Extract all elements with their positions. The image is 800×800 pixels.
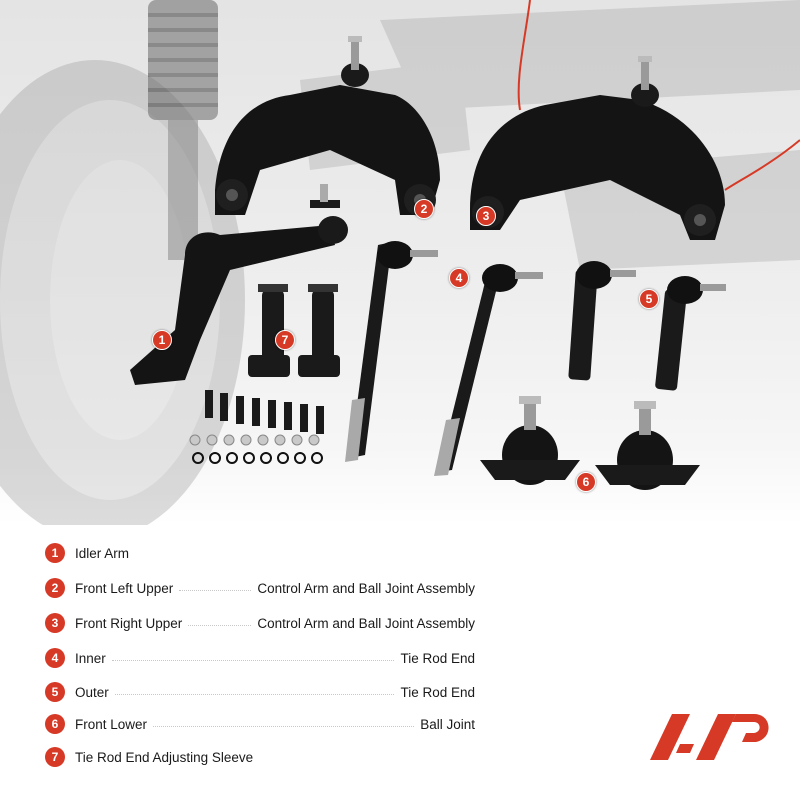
legend-item: 4 Inner Tie Rod End bbox=[45, 647, 475, 669]
callout-badge-1: 1 bbox=[152, 330, 172, 350]
callout-badge-3: 3 bbox=[476, 206, 496, 226]
legend-part-type: Tie Rod End bbox=[400, 650, 475, 666]
adjusting-sleeves bbox=[248, 284, 340, 377]
background-coil-shock bbox=[148, 0, 218, 260]
bolts-and-washers bbox=[189, 390, 324, 464]
callout-badge-7: 7 bbox=[275, 330, 295, 350]
lower-ball-joints bbox=[480, 396, 700, 490]
legend-part-type: Control Arm and Ball Joint Assembly bbox=[257, 615, 475, 631]
legend-part-label: Front Right Upper bbox=[75, 615, 183, 631]
legend-part-type: Ball Joint bbox=[420, 716, 475, 732]
legend-number-badge: 2 bbox=[45, 578, 65, 598]
logo-mark bbox=[650, 714, 769, 760]
legend-part-label: Front Lower bbox=[75, 716, 148, 732]
legend-item: 7 Tie Rod End Adjusting Sleeve bbox=[45, 746, 475, 768]
callout-badge-6: 6 bbox=[576, 472, 596, 492]
legend-item: 1 Idler Arm bbox=[45, 542, 475, 564]
legend-part-type: Control Arm and Ball Joint Assembly bbox=[257, 580, 475, 596]
legend-number-badge: 4 bbox=[45, 648, 65, 668]
callout-badge-5: 5 bbox=[639, 289, 659, 309]
leader-dots bbox=[111, 659, 395, 661]
legend-part-label: Outer bbox=[75, 684, 109, 700]
legend-item: 5 Outer Tie Rod End bbox=[45, 681, 475, 703]
legend-item: 3 Front Right Upper Control Arm and Ball… bbox=[45, 612, 475, 634]
callout-badge-4: 4 bbox=[449, 268, 469, 288]
legend-part-type: Tie Rod End bbox=[400, 684, 475, 700]
product-photo: 1 2 3 4 5 6 7 bbox=[0, 0, 800, 525]
leader-dots bbox=[114, 693, 395, 695]
leader-dots bbox=[153, 725, 415, 727]
a-premium-logo-icon bbox=[650, 708, 775, 766]
legend-item: 2 Front Left Upper Control Arm and Ball … bbox=[45, 577, 475, 599]
leader-dots bbox=[188, 624, 252, 626]
idler-arm bbox=[130, 184, 348, 385]
legend-number-badge: 7 bbox=[45, 747, 65, 767]
red-wire bbox=[517, 0, 531, 111]
callout-badge-2: 2 bbox=[414, 199, 434, 219]
legend-number-badge: 1 bbox=[45, 543, 65, 563]
inner-tie-rod-ends bbox=[345, 241, 543, 476]
legend-number-badge: 6 bbox=[45, 714, 65, 734]
suspension-parts-illustration bbox=[0, 0, 800, 525]
red-wire bbox=[724, 139, 800, 191]
outer-tie-rod-ends bbox=[568, 261, 726, 391]
leader-dots bbox=[179, 589, 252, 591]
legend-item: 6 Front Lower Ball Joint bbox=[45, 713, 475, 735]
legend-part-label: Idler Arm bbox=[75, 545, 130, 561]
legend-number-badge: 3 bbox=[45, 613, 65, 633]
legend-number-badge: 5 bbox=[45, 682, 65, 702]
legend-part-label: Tie Rod End Adjusting Sleeve bbox=[75, 749, 254, 765]
legend-part-label: Front Left Upper bbox=[75, 580, 174, 596]
legend-part-label: Inner bbox=[75, 650, 106, 666]
